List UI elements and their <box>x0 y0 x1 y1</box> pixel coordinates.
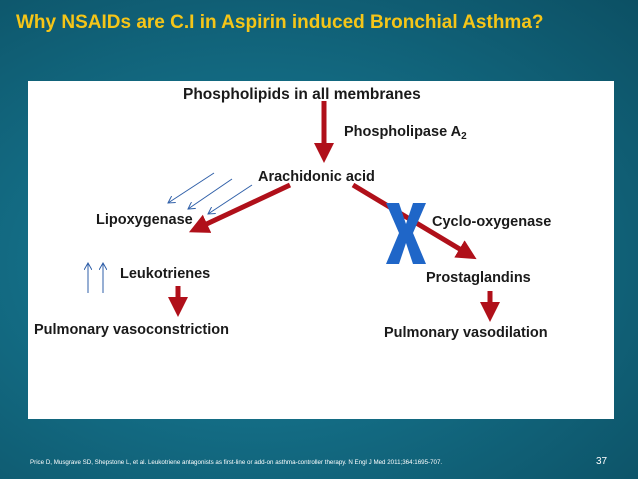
arrow-arachidonic-to-lipoxygenase <box>188 182 292 233</box>
shunt-arrow-3 <box>208 184 253 214</box>
node-leukotrienes: Leukotrienes <box>120 266 211 282</box>
node-pulmonary-vasoconstriction: Pulmonary vasoconstriction <box>34 322 229 338</box>
node-pulmonary-vasodilation: Pulmonary vasodilation <box>384 325 548 341</box>
node-phospholipase: Phospholipase A2 <box>344 124 467 142</box>
node-phospholipase-subscript: 2 <box>461 131 467 142</box>
shunt-arrow-1 <box>168 172 215 203</box>
node-phospholipids: Phospholipids in all membranes <box>183 86 421 103</box>
pathway-diagram-svg <box>28 101 500 322</box>
slide-title: Why NSAIDs are C.I in Aspirin induced Br… <box>16 12 544 33</box>
shunt-arrow-2 <box>188 178 233 209</box>
node-cyclooxygenase: Cyclo-oxygenase <box>432 214 552 230</box>
reference-citation: Price D, Musgrave SD, Shepstone L, et al… <box>30 459 443 466</box>
page-number: 37 <box>596 456 608 467</box>
diagram-panel: Phospholipids in all membranes Phospholi… <box>28 81 614 419</box>
node-lipoxygenase: Lipoxygenase <box>96 212 193 228</box>
node-arachidonic-acid: Arachidonic acid <box>258 169 375 185</box>
node-phospholipase-label: Phospholipase A <box>344 124 462 140</box>
node-prostaglandins: Prostaglandins <box>426 270 531 286</box>
cox-block-x-mark <box>386 203 426 264</box>
